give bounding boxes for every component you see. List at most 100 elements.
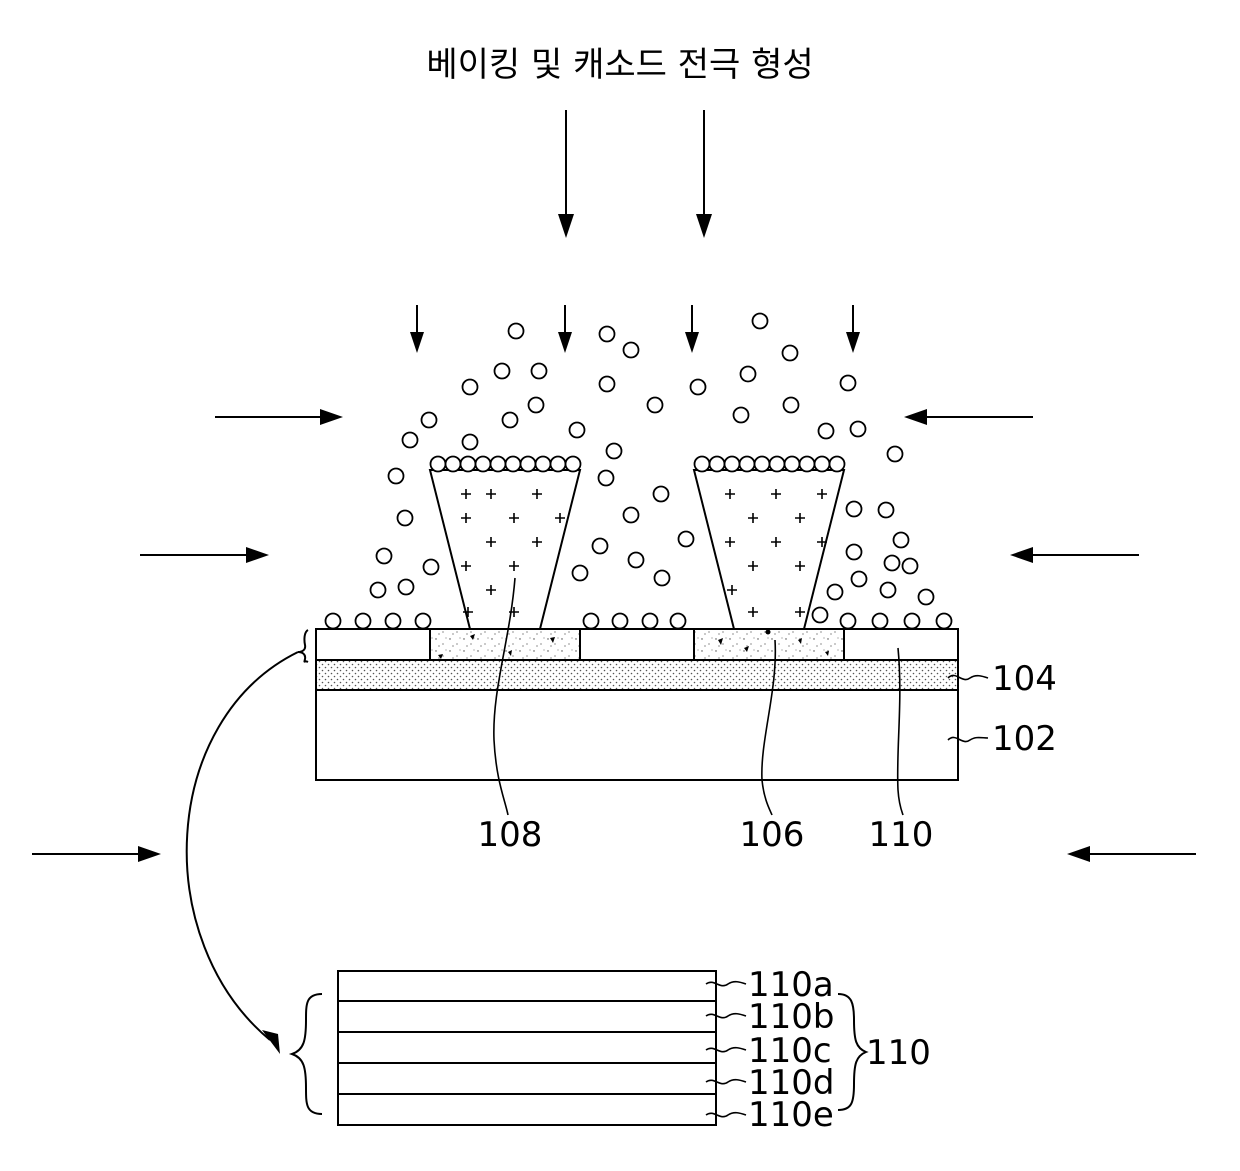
particle [599,471,614,486]
particle [654,487,669,502]
particle [356,614,371,629]
label-108: 108 [478,815,543,855]
particle [648,398,663,413]
particle [695,457,710,472]
particle [389,469,404,484]
particle [851,422,866,437]
particle [495,364,510,379]
particle [888,447,903,462]
label-110: 110 [869,815,934,855]
particle [624,343,639,358]
particle [655,571,670,586]
particle [815,457,830,472]
particle [841,376,856,391]
particle [584,614,599,629]
particle [532,364,547,379]
particle [399,580,414,595]
particle [741,367,756,382]
particle [885,556,900,571]
particle [529,398,544,413]
separator-left [430,470,580,629]
label-102: 102 [992,719,1057,759]
particle [377,549,392,564]
particle [607,444,622,459]
particle [573,566,588,581]
particle [783,346,798,361]
particle [691,380,706,395]
particle [551,457,566,472]
label-110e: 110e [748,1095,834,1135]
particle [847,545,862,560]
particle [643,614,658,629]
particle [852,572,867,587]
particle [398,511,413,526]
particle [937,614,952,629]
particle [509,324,524,339]
callout-arrow [187,630,308,1054]
particle [734,408,749,423]
substrate-102 [316,690,958,780]
particle [755,457,770,472]
particle [566,457,581,472]
particle [800,457,815,472]
stack-left-brace [292,994,322,1114]
particle [879,503,894,518]
particle [463,435,478,450]
particle [463,380,478,395]
particle [894,533,909,548]
arrows-top-large [558,110,712,238]
particle [828,585,843,600]
particle [624,508,639,523]
particle [386,614,401,629]
particle [819,424,834,439]
stack-right-brace [838,994,866,1110]
particle [671,614,686,629]
particle [476,457,491,472]
label-104: 104 [992,659,1057,699]
particle [416,614,431,629]
particle [725,457,740,472]
particle [503,413,518,428]
particle [903,559,918,574]
particle [785,457,800,472]
layer-110-strip [316,629,958,660]
particle [593,539,608,554]
particle [919,590,934,605]
particles [326,314,952,629]
particle [753,314,768,329]
particle [629,553,644,568]
particle [600,377,615,392]
particle [461,457,476,472]
particle [784,398,799,413]
particle [770,457,785,472]
label-110-group: 110 [866,1033,931,1073]
particle [600,327,615,342]
layer-104 [316,660,958,690]
particle [422,413,437,428]
particle [326,614,341,629]
label-106: 106 [740,815,805,855]
particle [371,583,386,598]
particle [446,457,461,472]
particle [873,614,888,629]
particle [431,457,446,472]
particle [491,457,506,472]
particle [710,457,725,472]
particle [841,614,856,629]
particle [847,502,862,517]
particle [403,433,418,448]
particle [679,532,694,547]
particle [570,423,585,438]
particle [506,457,521,472]
particle [830,457,845,472]
particle [521,457,536,472]
particle [536,457,551,472]
title: 베이킹 및 캐소드 전극 형성 [426,45,813,85]
particle [905,614,920,629]
particle [424,560,439,575]
particle [613,614,628,629]
particle [881,583,896,598]
stack-layers [338,971,716,1125]
particle [740,457,755,472]
